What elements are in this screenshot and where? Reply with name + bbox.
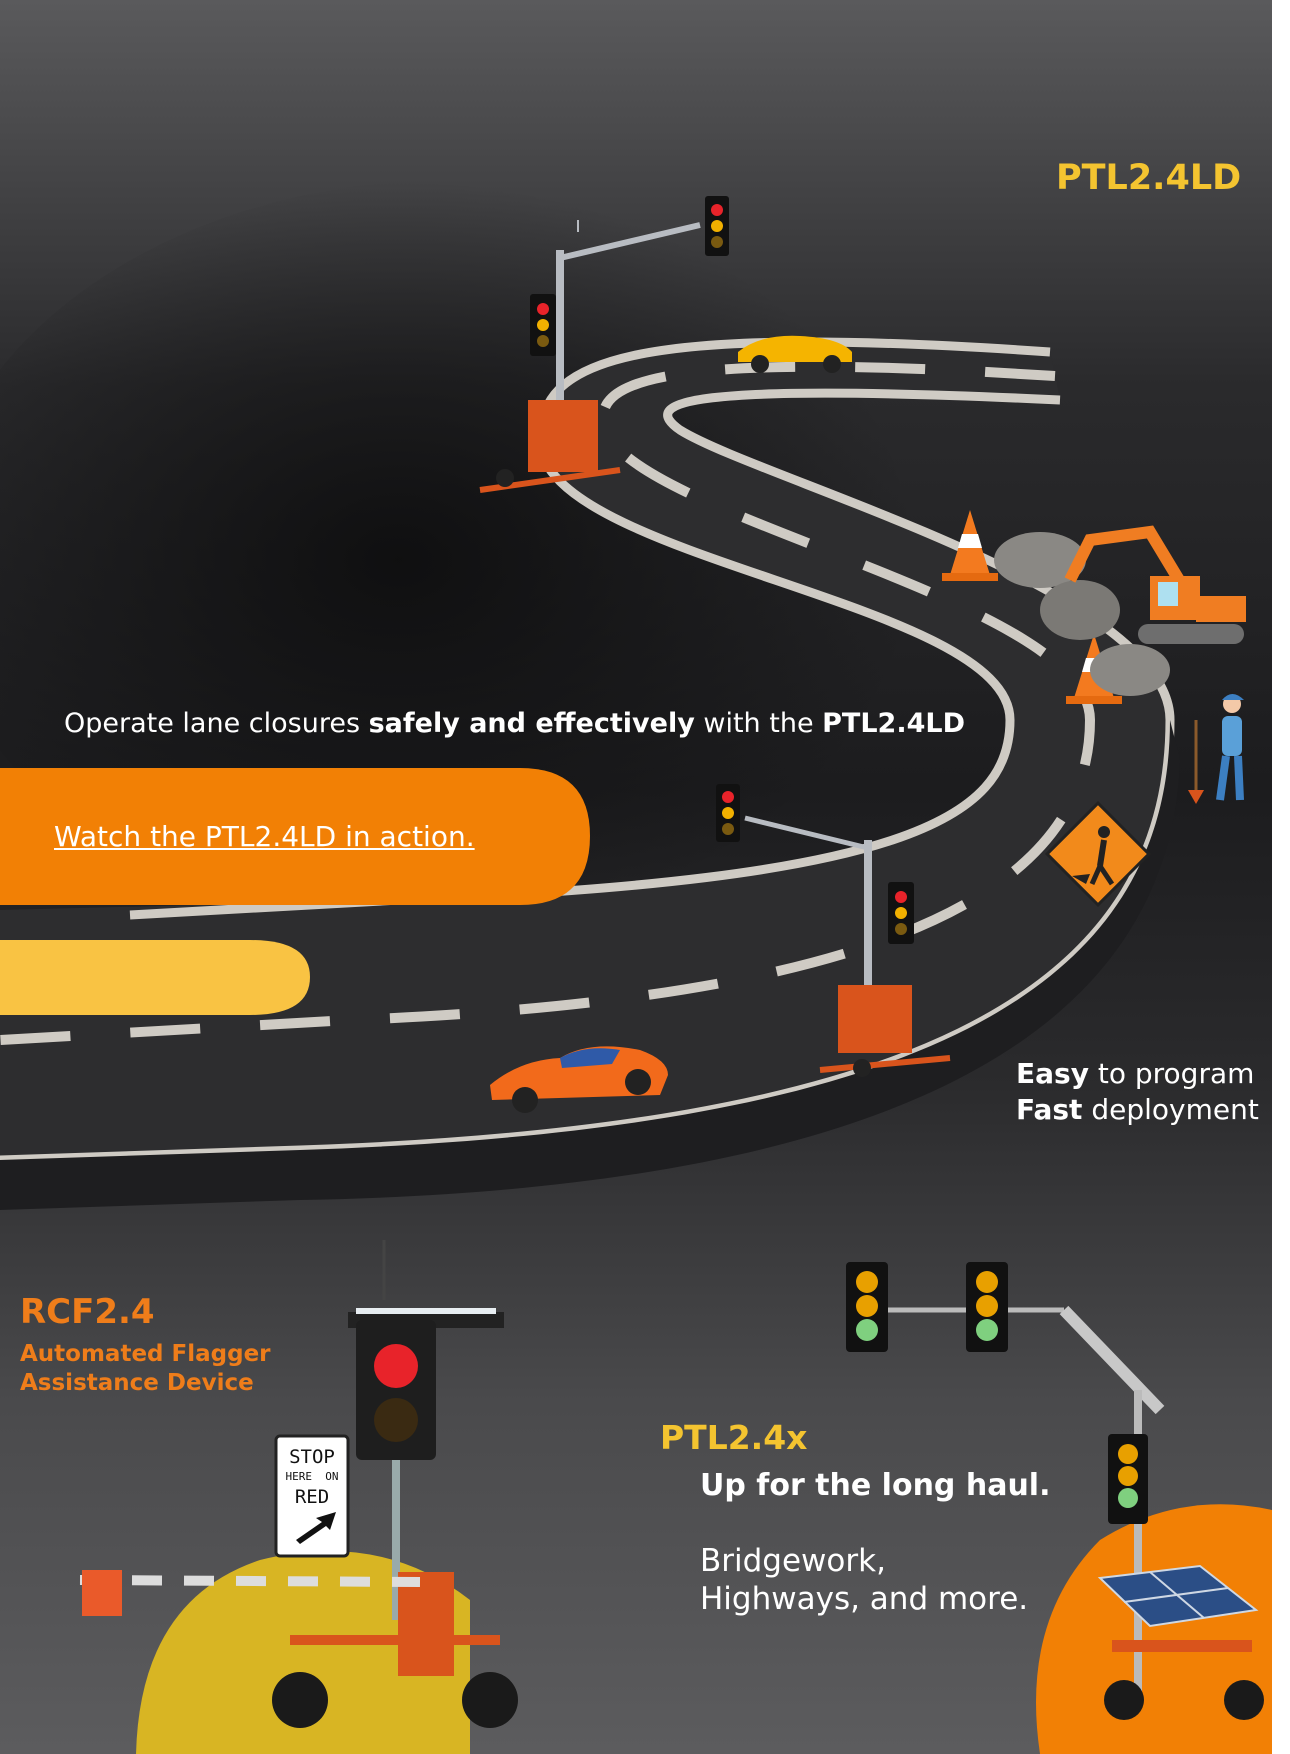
sign-line2: HERE ON: [285, 1470, 339, 1483]
ptl24x-body-line2: Highways, and more.: [700, 1581, 1029, 1617]
feature-easy: Easy to program: [1016, 1056, 1259, 1092]
watch-video-link[interactable]: Watch the PTL2.4LD in action.: [54, 820, 475, 853]
ptl24x-body-line1: Bridgework,: [700, 1543, 886, 1579]
feature-easy-rest: to program: [1088, 1057, 1255, 1090]
tagline-bold: safely and effectively: [368, 708, 695, 739]
rcf24-subtitle-line2: Assistance Device: [20, 1370, 254, 1396]
feature-fast-rest: deployment: [1082, 1093, 1259, 1126]
tagline-mid: with the: [694, 708, 823, 739]
arrow-icon: [296, 1512, 336, 1544]
cta-banner: [0, 768, 590, 905]
rcf24-subtitle: Automated Flagger Assistance Device: [20, 1340, 271, 1398]
ptl24x-headline: Up for the long haul.: [700, 1468, 1051, 1503]
ptl24ld-label: PTL2.4LD: [1056, 158, 1242, 198]
traffic-light-icon: [846, 1262, 1165, 1700]
rcf-circle: [136, 1551, 470, 1754]
traffic-light-icon: [479, 196, 729, 493]
ptl24x-label: PTL2.4x: [660, 1418, 808, 1457]
feature-fast-bold: Fast: [1016, 1093, 1083, 1126]
men-at-work-sign-icon: [1044, 800, 1152, 908]
worker-icon: [1188, 694, 1244, 804]
feature-fast: Fast deployment: [1016, 1092, 1259, 1128]
traffic-light-icon: [79, 1240, 518, 1728]
ptl24x-body: Bridgework, Highways, and more.: [700, 1542, 1028, 1618]
traffic-cone-icon: [942, 510, 998, 581]
rcf24-subtitle-line1: Automated Flagger: [20, 1341, 271, 1367]
sign-line1: STOP: [289, 1446, 335, 1468]
car-icon: [738, 335, 852, 373]
stop-sign-text: STOP HERE ON RED: [276, 1446, 348, 1508]
tagline-product: PTL2.4LD: [822, 708, 965, 739]
car-icon: [490, 1046, 668, 1113]
features-list: Easy to program Fast deployment: [1016, 1056, 1259, 1128]
traffic-light-icon: [716, 784, 951, 1077]
tagline-prefix: Operate lane closures: [64, 708, 369, 739]
rcf24-label: RCF2.4: [20, 1292, 155, 1332]
yellow-banner: [0, 940, 310, 1015]
excavator-icon: [994, 525, 1246, 696]
sign-line3: RED: [294, 1486, 330, 1508]
ptl24x-circle: [1036, 1504, 1272, 1754]
feature-easy-bold: Easy: [1016, 1057, 1089, 1090]
ptl24ld-tagline: Operate lane closures safely and effecti…: [64, 708, 965, 739]
solar-panel-icon: [1097, 1564, 1264, 1720]
